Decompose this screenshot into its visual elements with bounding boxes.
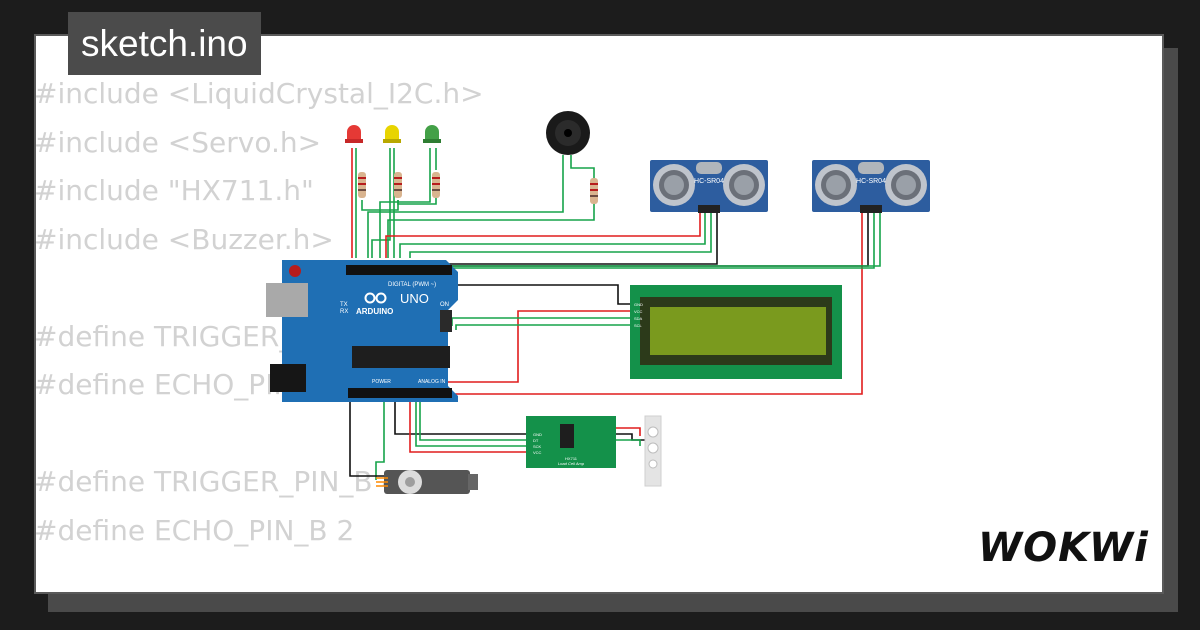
wire	[409, 212, 712, 258]
code-line: #define ECHO_PIN_B 2	[34, 513, 355, 547]
lcd-display[interactable]: GND VCC SDA SCL	[630, 285, 842, 379]
hx711-chip	[560, 424, 574, 448]
lcd-screen	[650, 307, 826, 355]
analog-label: ANALOG IN	[418, 379, 446, 385]
code-line: #define TRIGGER_PIN_B 4	[34, 465, 400, 498]
led-yellow[interactable]	[383, 125, 401, 143]
wire	[606, 427, 641, 436]
arduino-logo-icon	[364, 292, 387, 304]
code-line: #include "HX711.h"	[34, 174, 314, 207]
led-red[interactable]	[345, 125, 363, 143]
wire	[606, 439, 641, 446]
wire	[415, 400, 530, 447]
usb-port	[266, 283, 308, 317]
power-jack	[270, 364, 306, 392]
uno-label: UNO	[400, 291, 429, 306]
wire	[397, 196, 437, 205]
hx711-pin-label: GND	[533, 432, 542, 437]
analog-header	[348, 388, 452, 398]
wire	[455, 324, 632, 330]
lcd-pin-label: SCL	[634, 323, 643, 328]
wire	[371, 148, 391, 258]
hx711-module[interactable]: GND DT SCK VCC HX711 Load Cell Amp	[526, 416, 616, 468]
hx711-pin-label: VCC	[533, 450, 542, 455]
lcd-pin-label: GND	[634, 302, 643, 307]
code-line: #include <LiquidCrystal_I2C.h>	[34, 77, 484, 110]
wire	[349, 470, 384, 477]
file-title: sketch.ino	[68, 12, 261, 75]
wire	[367, 155, 564, 258]
tx-label: TX	[340, 302, 348, 308]
led-green[interactable]	[423, 125, 441, 143]
buzzer[interactable]	[546, 111, 590, 155]
arduino-uno[interactable]: DIGITAL (PWM ~) UNO ARDUINO TX RX ON POW…	[266, 260, 458, 402]
wire	[452, 212, 881, 267]
on-label: ON	[440, 302, 449, 308]
power-label: POWER	[372, 379, 391, 385]
hx711-pin-label: DT	[533, 438, 539, 443]
wire	[447, 212, 875, 272]
code-line: #include <Buzzer.h>	[34, 222, 334, 256]
reset-button[interactable]	[289, 265, 301, 277]
rx-label: RX	[340, 309, 348, 315]
digital-label: DIGITAL (PWM ~)	[388, 282, 436, 288]
wire	[419, 400, 530, 441]
resistor[interactable]	[590, 178, 598, 204]
servo-motor[interactable]	[376, 470, 478, 494]
atmega-chip	[352, 346, 450, 368]
wire	[375, 400, 385, 480]
preview-card	[34, 34, 1164, 594]
wire	[570, 155, 595, 180]
wokwi-logo: WOKWi	[978, 525, 1149, 571]
wire	[399, 212, 706, 258]
digital-header	[346, 265, 452, 275]
wire	[387, 202, 595, 258]
wire	[361, 200, 399, 211]
hx711-title: HX711	[565, 456, 578, 461]
sensor-label: HC-SR04	[694, 178, 724, 185]
lcd-pin-label: VCC	[634, 309, 643, 314]
arduino-label: ARDUINO	[356, 307, 393, 316]
resistor[interactable]	[358, 172, 366, 198]
load-cell[interactable]	[644, 415, 662, 487]
resistor[interactable]	[432, 172, 440, 198]
ultrasonic-sensor-a[interactable]: HC-SR04	[650, 160, 768, 213]
wire	[379, 148, 431, 258]
ultrasonic-sensor-b[interactable]: HC-SR04	[812, 160, 930, 213]
hx711-subtitle: Load Cell Amp	[558, 461, 585, 466]
hx711-pin-label: SCK	[533, 444, 542, 449]
wire	[394, 400, 530, 435]
wire	[409, 400, 530, 453]
code-line: #include <Servo.h>	[34, 125, 322, 159]
wire	[385, 212, 701, 258]
sensor-label: HC-SR04	[856, 178, 886, 185]
resistor[interactable]	[394, 172, 402, 198]
lcd-pin-label: SDA	[634, 316, 643, 321]
